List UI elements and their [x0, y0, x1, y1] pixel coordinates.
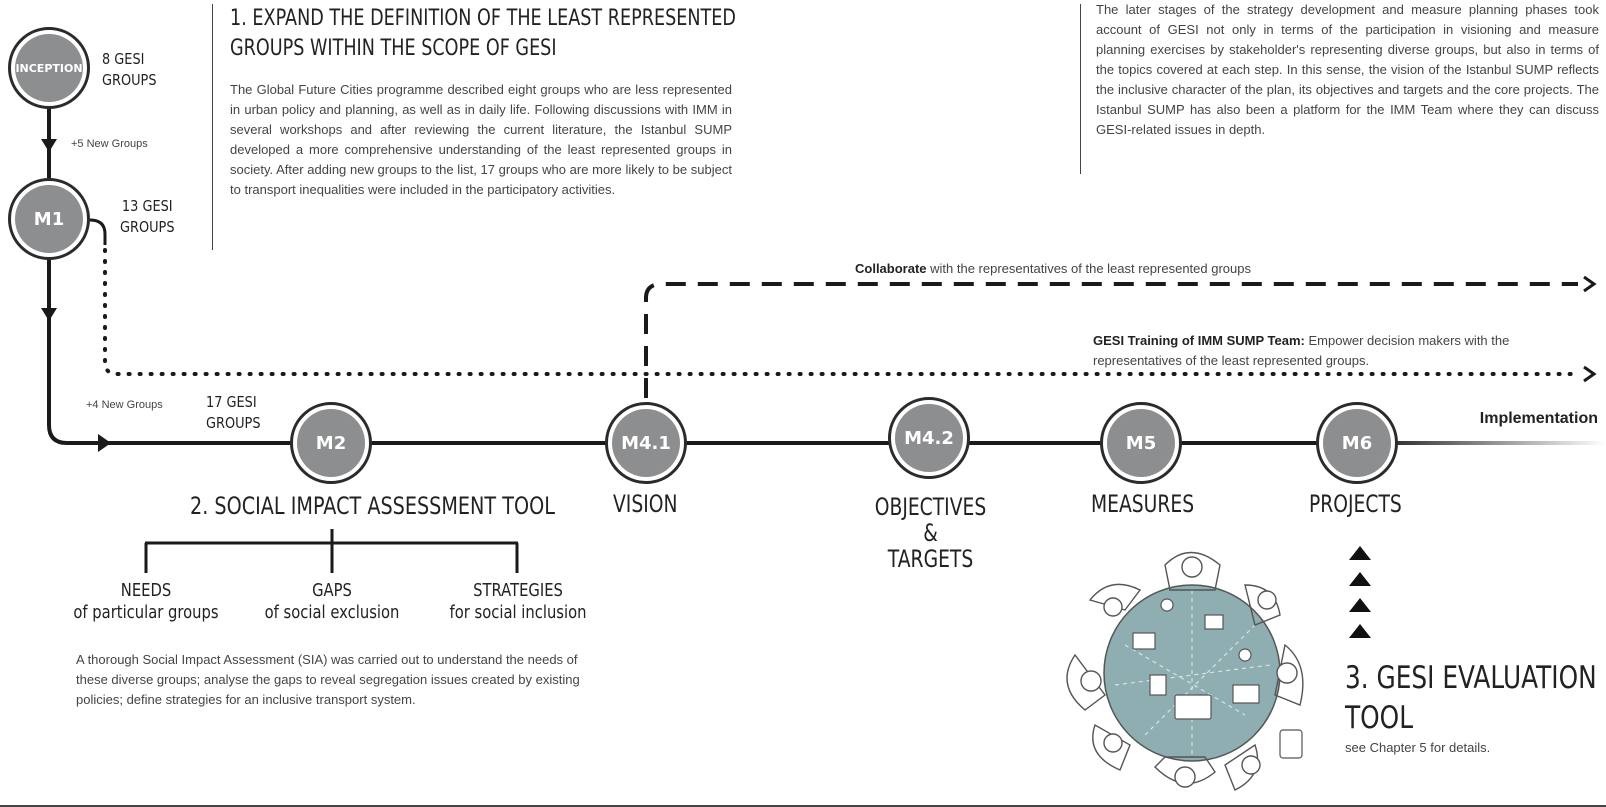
paper-icon-3 — [1204, 614, 1224, 630]
m6-label: M6 — [1323, 409, 1391, 477]
m42-label: M4.2 — [895, 404, 963, 472]
new-groups-2: +4 New Groups — [86, 399, 163, 411]
paper-icon-4 — [1149, 674, 1167, 696]
connector-m1-main — [47, 255, 1370, 445]
section1-heading-line2: GROUPS WITHIN THE SCOPE OF GESI — [230, 36, 557, 61]
m5-label: M5 — [1107, 409, 1175, 477]
cup-icon-2 — [1238, 648, 1252, 662]
up-arrow-icon-4 — [1349, 624, 1371, 638]
person-top — [1164, 551, 1221, 591]
collaborate-arrow — [1583, 275, 1597, 293]
training-bold: GESI Training of IMM SUMP Team: — [1093, 333, 1305, 348]
collaborate-bold: Collaborate — [855, 261, 927, 276]
m41-label: M4.1 — [612, 409, 680, 477]
gaps-sub: of social exclusion — [264, 602, 400, 623]
needs-title: NEEDS — [120, 580, 172, 601]
inception-node: INCEPTION — [8, 27, 90, 109]
implementation-fade — [1370, 441, 1606, 445]
sia-gaps: GAPS of social exclusion — [242, 580, 422, 624]
implementation-label: Implementation — [1479, 410, 1598, 427]
laptop-icon — [1174, 694, 1212, 720]
m5-node: M5 — [1100, 402, 1182, 484]
stage-vision: VISION — [613, 490, 678, 518]
cup-icon — [1160, 598, 1174, 612]
up-arrow-icon-1 — [1349, 546, 1371, 560]
paper-icon-2 — [1232, 684, 1260, 704]
m42-node: M4.2 — [888, 397, 970, 479]
arrow-right-1 — [98, 434, 111, 452]
collaborate-label: Collaborate with the representatives of … — [855, 261, 1251, 276]
person-bottom-right — [1224, 743, 1259, 791]
sia-strategies: STRATEGIES for social inclusion — [428, 580, 608, 624]
strategies-title: STRATEGIES — [473, 580, 563, 601]
separator-right — [1080, 4, 1081, 174]
stool — [1279, 729, 1303, 759]
section3-note: see Chapter 5 for details. — [1345, 740, 1491, 755]
top-right-text: The later stages of the strategy develop… — [1096, 2, 1599, 137]
training-arrow — [1583, 365, 1597, 383]
stage-objectives: OBJECTIVES & TARGETS — [874, 493, 987, 573]
needs-sub: of particular groups — [73, 602, 219, 623]
collaborate-dashed-line — [644, 282, 1578, 398]
inception-label: INCEPTION — [15, 34, 83, 102]
up-arrow-icon-2 — [1349, 572, 1371, 586]
sia-needs: NEEDS of particular groups — [56, 580, 236, 624]
section1-heading-line1: 1. EXPAND THE DEFINITION OF THE LEAST RE… — [230, 6, 736, 31]
person-left — [1066, 653, 1106, 711]
gaps-title: GAPS — [312, 580, 352, 601]
stage-measures: MEASURES — [1091, 490, 1195, 518]
person-top-left — [1088, 583, 1142, 611]
training-dotted-line — [103, 248, 1582, 376]
person-bottom — [1154, 756, 1216, 785]
m1-label: M1 — [15, 185, 83, 253]
training-rest: Empower decision makers with the represe… — [1093, 333, 1510, 368]
m1-branch — [89, 218, 107, 245]
section2-body: A thorough Social Impact Assessment (SIA… — [76, 652, 580, 707]
m2-label: M2 — [297, 409, 365, 477]
paper-icon-1 — [1132, 632, 1156, 650]
m1-node: M1 — [8, 178, 90, 260]
m2-node: M2 — [290, 402, 372, 484]
round-table-illustration — [1066, 551, 1304, 791]
new-groups-1: +5 New Groups — [71, 138, 148, 150]
collaborate-rest: with the representatives of the least re… — [926, 261, 1251, 276]
inception-groups: 8 GESI GROUPS — [102, 50, 157, 89]
section1-body: The Global Future Cities programme descr… — [230, 82, 732, 197]
section2-heading: 2. SOCIAL IMPACT ASSESSMENT TOOL — [190, 492, 555, 520]
training-label: GESI Training of IMM SUMP Team: Empower … — [1093, 331, 1573, 371]
stage-projects: PROJECTS — [1309, 490, 1402, 518]
m1-groups: 13 GESI GROUPS — [120, 197, 175, 236]
up-arrow-icon-3 — [1349, 598, 1371, 612]
arrow-down-1 — [41, 139, 57, 152]
strategies-sub: for social inclusion — [449, 602, 587, 623]
groups-17: 17 GESI GROUPS — [206, 393, 261, 432]
m41-node: M4.1 — [605, 402, 687, 484]
section3-heading-line1: 3. GESI EVALUATION — [1345, 660, 1597, 696]
separator-left — [212, 4, 213, 250]
arrow-down-2 — [41, 308, 57, 321]
person-right — [1274, 643, 1304, 706]
section3-heading-line2: TOOL — [1345, 700, 1414, 736]
person-bottom-left — [1092, 723, 1131, 771]
m6-node: M6 — [1316, 402, 1398, 484]
